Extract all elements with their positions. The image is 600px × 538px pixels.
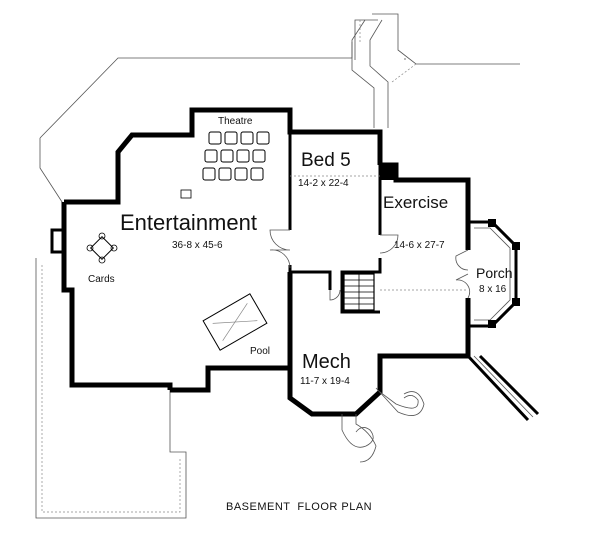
walkway-dashed <box>359 20 417 83</box>
theatre-label: Theatre <box>218 116 253 127</box>
soffit-line <box>290 175 468 291</box>
cards-table <box>86 232 118 264</box>
mech-label: Mech <box>302 351 351 373</box>
diagonal-walkway <box>466 354 540 422</box>
entertainment-dims: 36-8 x 45-6 <box>172 240 223 251</box>
cards-label: Cards <box>88 274 115 285</box>
stairs <box>343 273 375 311</box>
porch-label: Porch <box>476 265 513 281</box>
exercise-label: Exercise <box>383 193 448 212</box>
theatre-seating <box>180 131 270 199</box>
bed5-label: Bed 5 <box>301 150 351 171</box>
mech-walls <box>287 272 383 417</box>
entertainment-label: Entertainment <box>120 210 257 235</box>
site-outline-inner <box>354 19 406 60</box>
mech-dims: 11-7 x 19-4 <box>300 376 350 387</box>
door-swing-exercise <box>379 234 399 254</box>
exercise-dims: 14-6 x 27-7 <box>394 240 445 251</box>
porch-post <box>512 298 520 306</box>
exterior-wall <box>61 107 383 393</box>
porch-bay-inner <box>474 227 511 321</box>
bed5-dims: 14-2 x 22-4 <box>298 178 349 189</box>
fireplace <box>50 228 66 254</box>
bed5-walls <box>288 132 382 292</box>
garage-outline <box>35 258 187 519</box>
diagonal-walkway-thin <box>473 355 534 418</box>
porch-post <box>512 242 520 250</box>
door-swing-porch <box>455 249 471 299</box>
curved-steps-2 <box>375 387 425 416</box>
porch-post <box>488 320 496 328</box>
curved-steps <box>341 391 419 463</box>
porch-dims: 8 x 16 <box>479 284 507 295</box>
pool-label: Pool <box>250 346 270 357</box>
pool-table <box>202 293 268 351</box>
door-swing-bed5 <box>269 229 291 269</box>
column <box>380 165 396 180</box>
door-swing-mech <box>329 289 341 301</box>
plan-caption: BASEMENT FLOOR PLAN <box>226 501 372 513</box>
walkway <box>351 19 389 128</box>
garage-outline-dashed <box>41 265 181 513</box>
mech-stair <box>340 272 380 314</box>
porch-post <box>488 219 496 227</box>
